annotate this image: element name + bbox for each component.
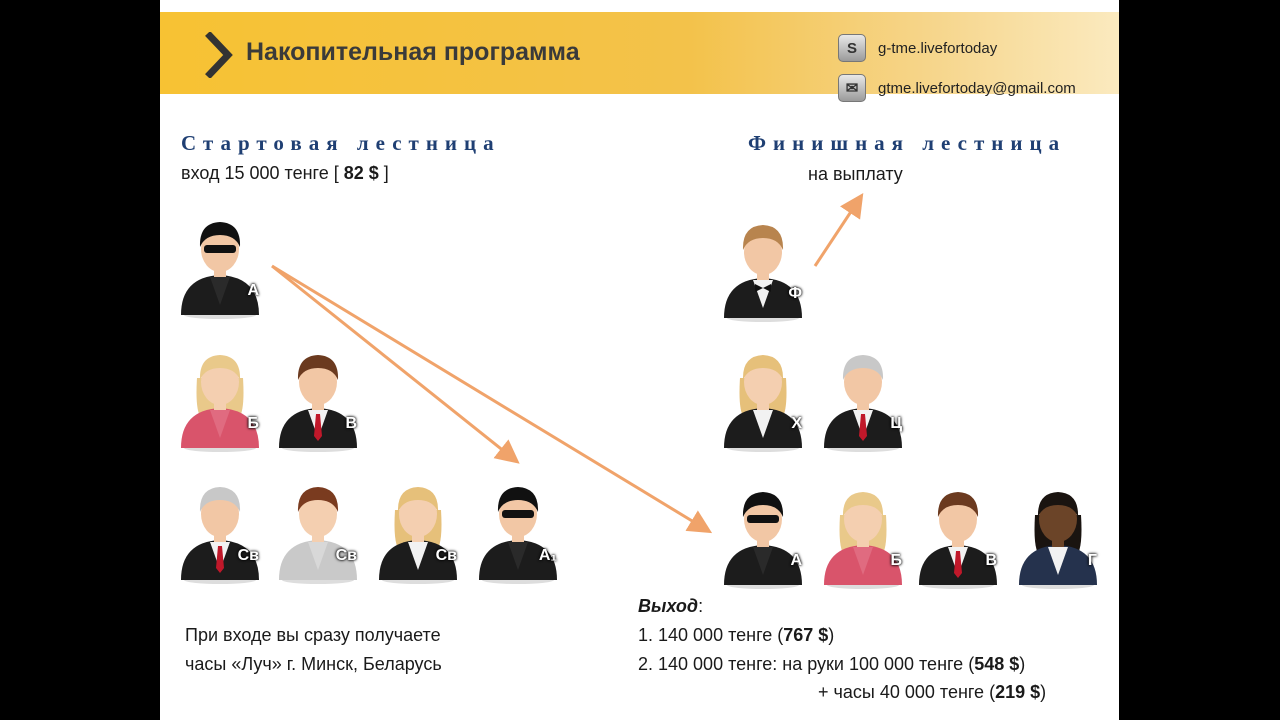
person-avatar-icon [724, 225, 802, 322]
title-banner: Накопительная программа S g-tme.livefort… [160, 12, 1119, 102]
person-avatar-icon [919, 492, 997, 589]
person-a-finish: А [718, 475, 808, 590]
person-avatar-icon [279, 355, 357, 452]
person-label: Г [1087, 552, 1097, 569]
person-label: Св [335, 547, 357, 564]
watch-note-line1: При входе вы сразу получаете [185, 625, 441, 645]
person-avatar-icon [824, 355, 902, 452]
person-avatar-icon [181, 487, 259, 584]
skype-contact: S g-tme.livefortoday [838, 34, 997, 62]
person-avatar-icon [824, 492, 902, 589]
person-sv-2: Св [273, 470, 363, 585]
exit-line-2: 2. 140 000 тенге: на руки 100 000 тенге … [638, 654, 1026, 674]
person-label: Б [890, 552, 903, 569]
person-label: В [345, 415, 357, 432]
person-v-finish: В [913, 475, 1003, 590]
entry-fee-text: вход 15 000 тенге [ 82 $ ] [181, 163, 389, 183]
person-label: А [790, 552, 802, 569]
arrow-a-to-finish [271, 264, 713, 534]
person-b-finish: Б [818, 475, 908, 590]
person-avatar-icon [181, 222, 259, 319]
person-avatar-icon [181, 355, 259, 452]
exit-title: Выход: [638, 596, 704, 616]
person-f: Ф [718, 208, 808, 323]
exit-line-1: 1. 140 000 тенге (767 $) [638, 625, 835, 645]
person-label: А [247, 282, 259, 299]
person-label: Св [237, 547, 259, 564]
chevron-right-icon [205, 32, 233, 78]
exit-line-3: + часы 40 000 тенге (219 $) [818, 682, 1047, 702]
page-title: Накопительная программа [246, 38, 580, 66]
arrow-a-to-a1 [271, 264, 520, 464]
email-contact: ✉ gtme.livefortoday@gmail.com [838, 74, 1076, 102]
person-avatar-icon [1019, 492, 1097, 589]
person-avatar-icon [724, 492, 802, 589]
person-avatar-icon [479, 487, 557, 584]
person-a: А [175, 205, 265, 320]
start-ladder-heading: Стартовая лестница [181, 131, 501, 155]
person-label: В [985, 552, 997, 569]
finish-ladder-heading: Финишная лестница [748, 131, 1067, 155]
person-g: Г [1013, 475, 1103, 590]
person-avatar-icon [724, 355, 802, 452]
slide: Накопительная программа S g-tme.livefort… [160, 0, 1119, 720]
person-avatar-icon [379, 487, 457, 584]
mail-icon: ✉ [838, 74, 866, 102]
person-label: А₁ [538, 547, 557, 564]
person-label: Св [435, 547, 457, 564]
skype-handle: g-tme.livefortoday [878, 39, 998, 57]
person-label: Б [247, 415, 260, 432]
payout-text: на выплату [808, 164, 903, 184]
person-label: Ц [890, 415, 902, 432]
person-v: В [273, 338, 363, 453]
person-sv-3: Св [373, 470, 463, 585]
person-b: Б [175, 338, 265, 453]
person-sv-1: Св [175, 470, 265, 585]
arrow-payout [813, 192, 864, 267]
skype-icon: S [838, 34, 866, 62]
person-label: Ф [788, 285, 802, 302]
person-a1: А₁ [473, 470, 563, 585]
arrows-layer [271, 192, 864, 534]
watch-note-line2: часы «Луч» г. Минск, Беларусь [185, 654, 442, 674]
person-avatar-icon [279, 487, 357, 584]
person-label: Х [791, 415, 802, 432]
person-ts: Ц [818, 338, 908, 453]
person-kh: Х [718, 338, 808, 453]
email-address: gtme.livefortoday@gmail.com [878, 79, 1076, 97]
